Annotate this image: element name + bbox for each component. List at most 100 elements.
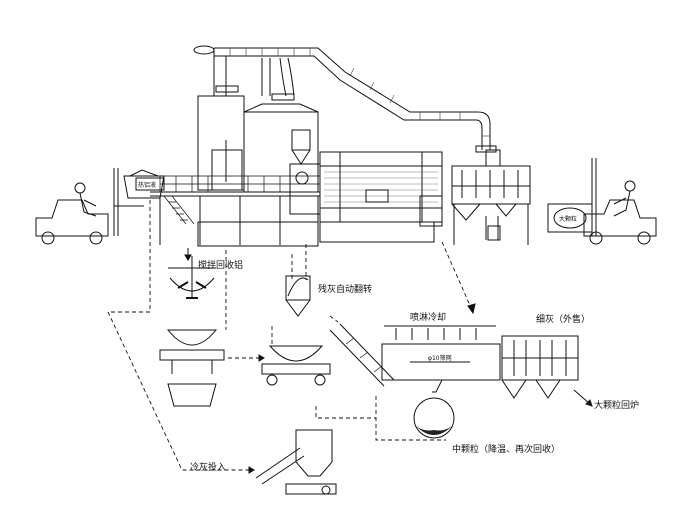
- bag-filter-bottom: 细灰（外售）: [501, 313, 590, 399]
- bag-filter-top: [451, 149, 531, 245]
- railing: [159, 175, 320, 192]
- pile: [553, 207, 587, 229]
- drum-texture: [324, 171, 438, 203]
- drum-body: [319, 151, 443, 223]
- flow-line: [107, 200, 252, 471]
- pot-cart-mid: [261, 345, 331, 386]
- hopper-cone: [291, 149, 311, 165]
- flip-label: 残灰自动翻转: [318, 283, 372, 295]
- cold-ash-feeder: 冷灰投入: [190, 429, 337, 495]
- platform: [150, 191, 320, 245]
- secondary-duct: [261, 57, 295, 97]
- cart: [261, 363, 331, 375]
- drum-window: [365, 189, 389, 203]
- wheel: [41, 231, 55, 245]
- driver-body: [613, 190, 631, 217]
- pile-tag: 大颗粒: [559, 215, 577, 223]
- conveyor: [329, 323, 395, 387]
- drum-feed: [289, 163, 321, 215]
- trough-outlet: [426, 379, 443, 393]
- tank-body: [211, 149, 243, 191]
- duct-flange: [271, 93, 295, 101]
- vertical-duct: [213, 48, 227, 96]
- drive-motor: [419, 195, 443, 227]
- pot: [268, 345, 324, 362]
- medium-particle-vessel: 中颗粒（降温、再次回收）: [413, 397, 560, 455]
- duct-hatch: [229, 48, 490, 137]
- duct-system: [193, 45, 497, 153]
- driver-body: [79, 192, 97, 217]
- stirring-label: 搅拌回收铝: [198, 259, 243, 271]
- driver-head: [624, 180, 636, 192]
- forklift-mast: [113, 168, 144, 236]
- ladle-handle: [129, 169, 159, 177]
- spray-arrows: [395, 328, 477, 340]
- medium-particle-label: 中颗粒（降温、再次回收）: [452, 443, 560, 455]
- flip-device: 残灰自动翻转: [285, 275, 372, 317]
- cart: [159, 349, 225, 361]
- stairs: [163, 195, 195, 225]
- pile-box: [547, 203, 593, 233]
- main-machine: [150, 95, 320, 247]
- drum-base: [319, 221, 435, 243]
- tank-tag-box: [135, 177, 165, 191]
- ball-vessel: [413, 397, 455, 439]
- fine-ash-label: 细灰（外售）: [536, 313, 590, 325]
- driver-head: [74, 182, 86, 194]
- stirring-blades: [177, 281, 207, 299]
- arrowhead: [184, 254, 192, 261]
- hopper-top: [291, 129, 311, 151]
- drum-gear: [295, 171, 309, 185]
- rotary-drum: [289, 151, 443, 243]
- feeder-silo: [295, 429, 333, 477]
- pot-cart-left: [159, 329, 225, 407]
- wheel: [637, 231, 651, 245]
- flow-line: [441, 241, 473, 311]
- flip-arc: [287, 277, 309, 297]
- flow-line: [315, 406, 376, 419]
- flow-line: [375, 396, 446, 441]
- cooling-trough: 喷淋冷却 φ10筛网: [381, 311, 501, 393]
- wheel: [266, 374, 278, 386]
- feeder-chute: [255, 447, 305, 485]
- cold-ash-label: 冷灰投入: [190, 461, 226, 473]
- filter-grid: [452, 170, 530, 198]
- filter-bin: [487, 225, 501, 241]
- big-particle-label: 大颗粒回炉: [594, 399, 639, 411]
- flow-lines: [107, 200, 473, 471]
- feeder-base: [285, 483, 337, 495]
- conveyor-belt: [329, 323, 395, 387]
- arrowhead: [585, 399, 593, 407]
- duct-elbow: [193, 45, 215, 55]
- arrowhead: [248, 466, 255, 474]
- filter-hoppers: [501, 379, 561, 399]
- tank-tag: 热铝液: [138, 181, 156, 189]
- forklift-body: [35, 199, 109, 237]
- ladle: [123, 175, 165, 199]
- stirring-device: 搅拌回收铝: [168, 248, 243, 299]
- filter-cap: [485, 149, 501, 167]
- machine-base: [197, 221, 319, 247]
- ball-fill: [416, 426, 452, 435]
- stirring-frame: [168, 256, 216, 298]
- drum-rings: [320, 152, 442, 222]
- wheel: [89, 231, 103, 245]
- arrowhead: [467, 303, 476, 315]
- main-duct: [214, 47, 491, 150]
- forklift-right: 大颗粒: [547, 158, 657, 245]
- filter-grid: [502, 340, 578, 376]
- machine-roof: [243, 103, 319, 113]
- pot: [166, 329, 218, 346]
- spray-label: 喷淋冷却: [410, 311, 446, 323]
- mesh-label: φ10筛网: [428, 354, 452, 362]
- arrow-line: [573, 389, 591, 405]
- basin: [167, 383, 217, 407]
- forklift-body: [583, 199, 657, 237]
- duct-flange: [215, 85, 239, 93]
- forklift-left: 热铝液: [35, 168, 165, 245]
- wheel: [321, 485, 331, 495]
- filter-legs: [453, 204, 529, 245]
- flip-frame: [285, 275, 311, 317]
- big-particle-output: 大颗粒回炉: [573, 389, 639, 411]
